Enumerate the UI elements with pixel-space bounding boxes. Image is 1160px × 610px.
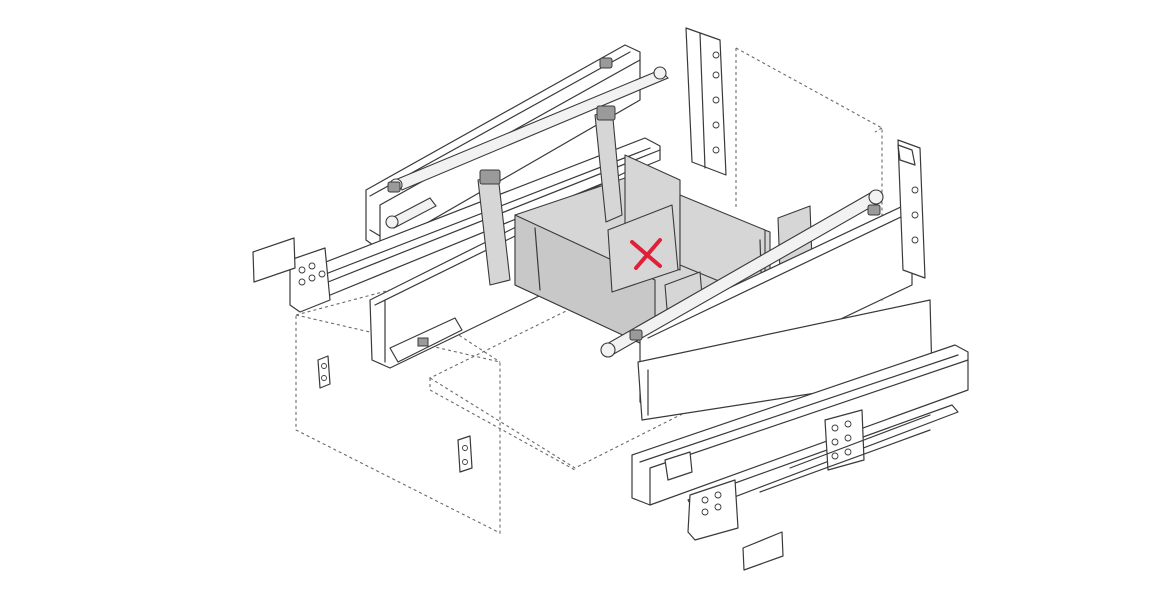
left-side-panel-rear [365, 44, 669, 251]
left-runner-rail [289, 137, 661, 313]
front-upright-bracket [897, 139, 926, 279]
front-clip-lower [457, 435, 473, 473]
rear-upright-bracket [685, 27, 727, 176]
front-clip-upper [317, 355, 331, 389]
cover-cap-right [742, 531, 784, 571]
cross-mark [630, 238, 662, 270]
drawer-bottom-outline [428, 244, 847, 471]
cover-cap-left [252, 237, 296, 283]
right-runner-rail [631, 344, 969, 541]
